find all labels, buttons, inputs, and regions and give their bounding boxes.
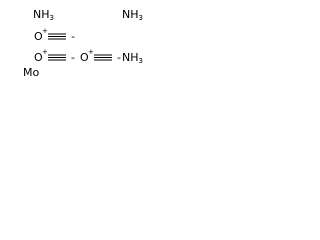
positive-charge: +	[42, 48, 48, 56]
ammonia-ligand: NH3	[33, 8, 54, 22]
negative-charge: -	[71, 30, 75, 43]
negative-charge: -	[117, 51, 121, 64]
carbonyl-ligand: O + -	[34, 48, 78, 64]
ammonia-ligand: NH3	[122, 8, 143, 22]
metal-atom: Mo	[23, 66, 40, 79]
positive-charge: +	[88, 48, 94, 56]
positive-charge: +	[42, 27, 48, 35]
carbonyl-ligand: O + -	[80, 48, 124, 64]
structure-diagram: NH3 NH3 O + - O + - O + -	[0, 0, 167, 95]
oxygen-atom: O	[34, 51, 43, 64]
oxygen-atom: O	[34, 30, 43, 43]
triple-bond	[48, 54, 66, 61]
carbonyl-ligand: O + -	[34, 27, 78, 43]
triple-bond	[48, 33, 66, 40]
oxygen-atom: O	[80, 51, 89, 64]
ammonia-ligand: NH3	[122, 51, 143, 65]
negative-charge: -	[71, 51, 75, 64]
triple-bond	[94, 54, 112, 61]
